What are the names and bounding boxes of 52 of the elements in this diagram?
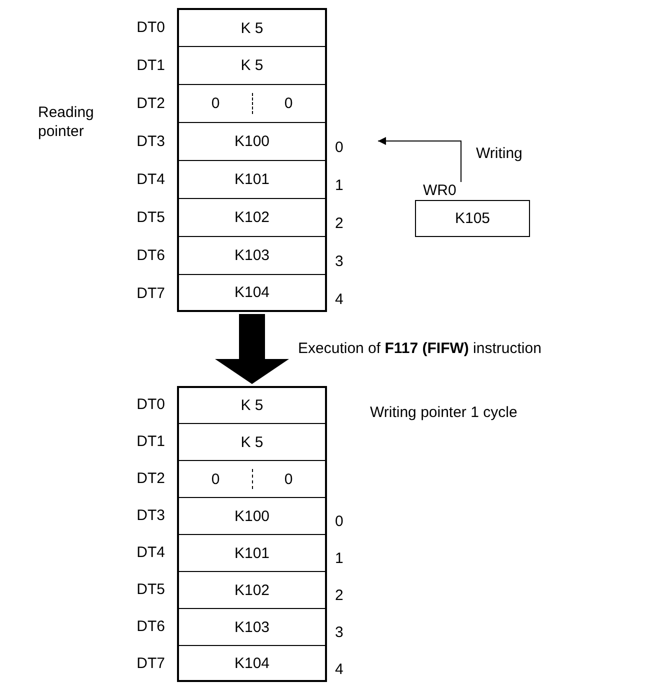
edge-label: Writing: [476, 144, 522, 163]
cell-value: K 5: [240, 57, 264, 74]
register-label: DT5: [136, 208, 165, 226]
index-number: 1: [335, 550, 344, 567]
index-number: 0: [335, 513, 344, 530]
index-number: 2: [335, 587, 344, 604]
register-label: DT3: [136, 132, 165, 150]
index-number: 3: [335, 253, 344, 270]
register-label: DT1: [136, 433, 165, 450]
cell-value: K101: [234, 544, 270, 562]
cell-value: 0: [211, 95, 220, 112]
cell-value: K100: [234, 508, 270, 524]
cell-value: 0: [284, 470, 293, 488]
index-number: 2: [335, 215, 344, 232]
cell-value: K 5: [240, 397, 264, 414]
cell-value: 0: [211, 470, 220, 488]
index-number: 0: [335, 139, 344, 156]
register-name: WR0: [422, 182, 458, 200]
cell-value: K101: [234, 171, 270, 188]
edge-label: Execution of F117 (FIFW) instruction: [298, 339, 542, 358]
register-value: K105: [454, 210, 490, 227]
index-number: 3: [335, 624, 344, 641]
register-label: DT4: [136, 170, 165, 188]
index-number: 1: [335, 177, 344, 194]
register-label: DT0: [136, 396, 165, 413]
cell-value: K104: [234, 284, 270, 301]
cell-value: K102: [234, 209, 270, 226]
register-label: DT5: [136, 581, 165, 598]
register-label: DT4: [136, 544, 165, 561]
cell-value: 0: [284, 95, 293, 112]
cell-value: K103: [234, 247, 270, 264]
note-text: Writing pointer 1 cycle: [370, 403, 518, 422]
register-label: DT3: [136, 507, 165, 524]
index-number: 4: [335, 661, 344, 678]
note-text: Reading pointer: [38, 103, 95, 141]
register-label: DT2: [136, 470, 165, 487]
cell-value: K100: [234, 133, 270, 150]
arrow: [378, 137, 462, 182]
register-label: DT0: [136, 18, 165, 36]
cell-value: K102: [234, 582, 270, 598]
register-label: DT7: [136, 284, 165, 302]
register-label: DT6: [136, 618, 165, 635]
cell-value: K 5: [240, 20, 264, 36]
cell-value: K104: [234, 654, 270, 672]
cell-value: K103: [234, 618, 270, 636]
block-arrow: [215, 314, 289, 384]
register-label: DT6: [136, 246, 165, 264]
register-label: DT7: [136, 655, 165, 672]
index-number: 4: [335, 291, 344, 308]
register-label: DT1: [136, 56, 165, 74]
register-label: DT2: [136, 94, 165, 112]
cell-value: K 5: [240, 434, 264, 450]
